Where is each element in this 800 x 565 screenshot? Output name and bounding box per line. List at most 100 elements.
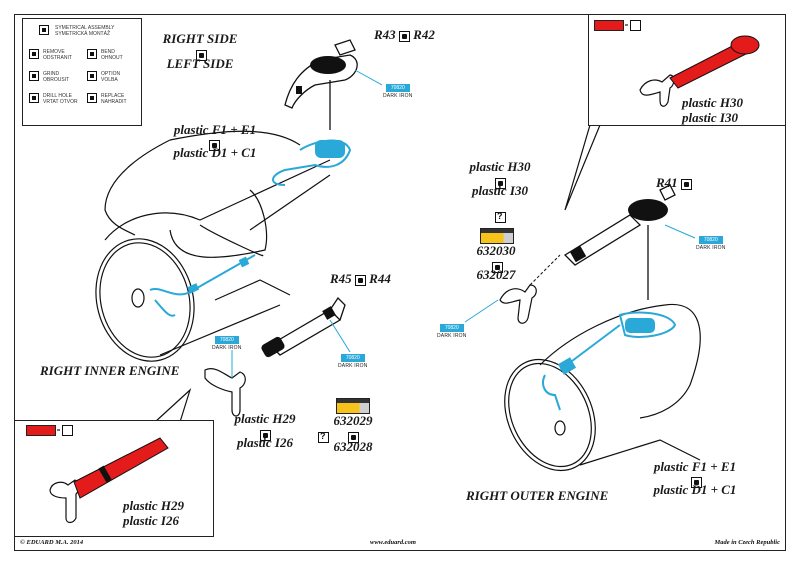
replace-icon [348, 428, 359, 446]
drill-hole-icon [29, 93, 39, 103]
outer-engine-blue-parts [542, 311, 677, 411]
symmetrical-assembly-icon [39, 25, 49, 35]
legend-bend-line1: BEND [101, 49, 115, 55]
color-tag-dark-iron: 70820 DARK IRON [383, 84, 413, 99]
legend-grind-line1: GRIND [43, 71, 60, 77]
instruction-sheet [14, 14, 786, 551]
paint-set-swatch [480, 228, 514, 244]
r41-part [563, 184, 676, 300]
callout-plastic-i30: plastic I30 [682, 110, 738, 125]
outer-engine-nacelle [504, 303, 701, 472]
color-name: DARK IRON [338, 363, 368, 369]
legend-remove-line2: ODSTRANIT [43, 55, 72, 61]
symmetrical-assembly-icon [398, 30, 410, 42]
symmetrical-assembly-icon [196, 46, 207, 64]
color-name: DARK IRON [437, 333, 467, 339]
engine-title-outer: RIGHT OUTER ENGINE [466, 488, 609, 503]
plastic-label-h29: plastic H29 [234, 411, 296, 426]
copyright-text: © EDUARD M.A. 2014 [20, 539, 84, 546]
color-chip: 70820 [385, 84, 410, 92]
r41-color-leader [664, 224, 696, 239]
callout-red-head [730, 35, 760, 55]
color-tag-dark-iron: 70820 DARK IRON [437, 324, 467, 339]
color-chip: 70820 [340, 354, 365, 362]
option-icon [87, 71, 97, 81]
r43-color-leader [354, 69, 383, 86]
part-r41-label: R41 [656, 176, 692, 190]
plastic-label-f1-e1: plastic F1 + E1 [173, 122, 257, 137]
part-r43-label: R43 R42 [374, 28, 435, 42]
bend-icon [87, 49, 97, 59]
symmetrical-assembly-icon [354, 274, 366, 286]
color-chip: 70820 [439, 324, 464, 332]
engine-title-inner: RIGHT INNER ENGINE [40, 363, 180, 378]
plastic-label-d1-c1-outer: plastic D1 + C1 [653, 482, 737, 497]
callout-plastic-h29: plastic H29 [123, 498, 185, 513]
symmetrical-assembly-icon [680, 178, 692, 190]
callout-top-red-part [639, 35, 760, 107]
product-code-632029: 632029 [333, 413, 373, 428]
plastic-label-i30: plastic I30 [472, 183, 528, 198]
symmetrical-assembly-icon [209, 136, 220, 154]
plastic-label-f1-e1-outer: plastic F1 + E1 [653, 459, 737, 474]
legend-grind-line2: OBROUSIT [43, 77, 70, 83]
part-r41: R41 [656, 175, 678, 190]
part-r42: R42 [413, 27, 435, 42]
color-tag-dark-iron: 70820 DARK IRON [338, 354, 368, 369]
option-icon [495, 208, 506, 226]
outer-y-leader [529, 254, 561, 286]
legend-remove-line1: REMOVE [43, 49, 65, 55]
made-in-text: Made in Czech Republic [714, 539, 780, 546]
left-side-label: LEFT SIDE [166, 56, 234, 71]
part-r45: R45 [330, 271, 352, 286]
outer-engine-blue-fills [557, 318, 655, 375]
callout-bottom-pointer [154, 388, 192, 423]
color-chip: 70820 [698, 236, 723, 244]
callout-plastic-i26: plastic I26 [123, 513, 179, 528]
inner-engine-blue-parts [149, 139, 352, 317]
right-side-label: RIGHT SIDE [162, 31, 238, 46]
r43-part-fills [296, 56, 346, 94]
legend-bend-line2: OHNOUT [101, 55, 123, 61]
symmetrical-assembly-icon [495, 174, 506, 192]
paint-icon [62, 425, 73, 436]
r45-color-leader [329, 319, 351, 353]
legend-replace-line2: NAHRADIT [101, 99, 127, 105]
symmetrical-assembly-icon [691, 473, 702, 491]
option-icon [318, 428, 329, 446]
outer-y-color-leader [464, 299, 499, 323]
part-r43: R43 [374, 27, 396, 42]
paint-red-swatch [26, 425, 56, 436]
legend-title-line1: SYMETRICAL ASSEMBLY [55, 25, 115, 31]
inner-engine-blue-fills [187, 140, 345, 294]
part-r45-label: R45 R44 [330, 272, 391, 286]
equals-icon [57, 429, 60, 431]
legend-drill-line1: DRILL HOLE [43, 93, 72, 99]
plastic-label-d1-c1: plastic D1 + C1 [173, 145, 257, 160]
callout-top-pointer [564, 124, 601, 211]
color-tag-dark-iron: 70820 DARK IRON [696, 236, 726, 251]
legend-option-line1: OPTION [101, 71, 121, 77]
r41-part-fills [569, 199, 668, 263]
part-r44: R44 [369, 271, 391, 286]
legend-replace-line1: REPLACE [101, 93, 125, 99]
color-chip: 70820 [214, 336, 239, 344]
callout-red-band [98, 465, 112, 483]
inner-y-piece [204, 368, 246, 417]
website-link[interactable]: www.eduard.com [370, 539, 416, 546]
paint-icon [630, 20, 641, 31]
product-code-632030: 632030 [476, 243, 516, 258]
callout-y-piece [49, 479, 80, 524]
remove-icon [29, 49, 39, 59]
callout-red-shaft [73, 437, 169, 499]
paint-red-swatch [594, 20, 624, 31]
color-name: DARK IRON [383, 93, 413, 99]
plastic-label-h30: plastic H30 [469, 159, 531, 174]
color-tag-dark-iron: 70820 DARK IRON [212, 336, 242, 351]
product-code-632028: 632028 [333, 439, 373, 454]
legend-title-line2: SYMETRICKÁ MONTÁŽ [55, 31, 111, 37]
symmetrical-assembly-icon [260, 426, 271, 444]
footer: © EDUARD M.A. 2014 www.eduard.com Made i… [14, 537, 786, 551]
paint-set-swatch [336, 398, 370, 414]
